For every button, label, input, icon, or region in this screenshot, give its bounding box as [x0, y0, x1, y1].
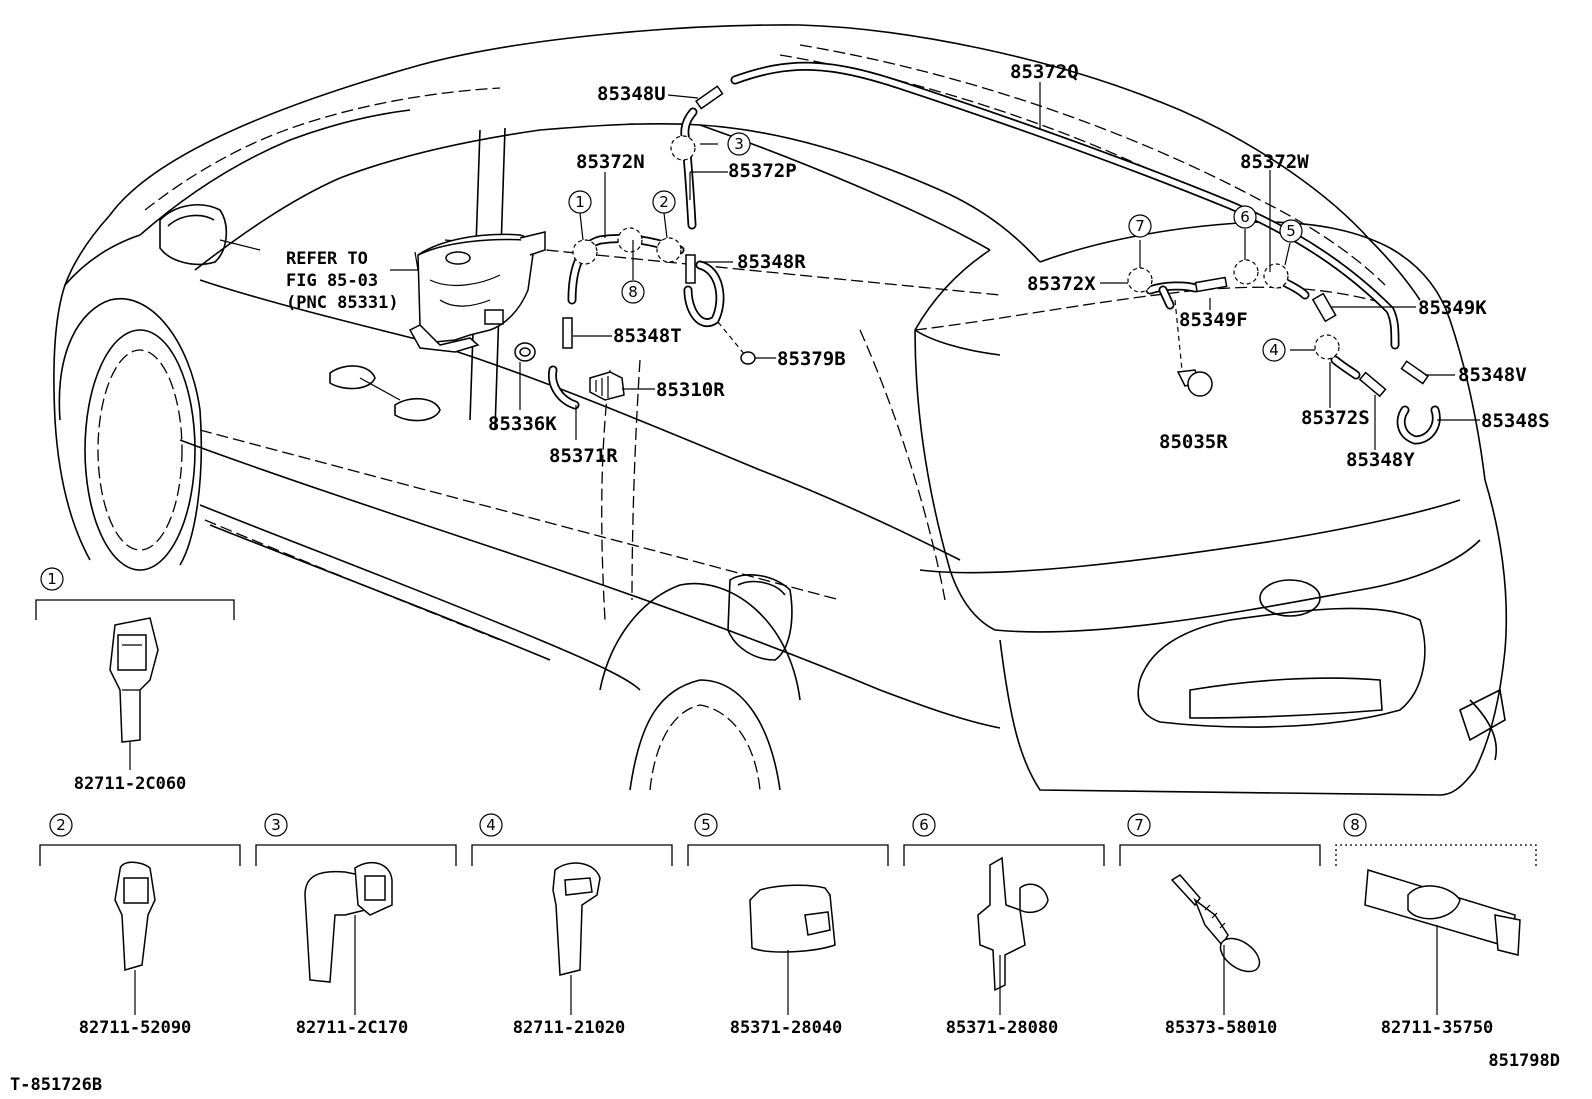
callout-6: 6 — [1240, 208, 1250, 226]
callout-5: 5 — [1286, 222, 1296, 240]
label-85348V: 85348V — [1458, 364, 1527, 386]
detail-index-2: 2 — [56, 816, 66, 834]
callout-3: 3 — [734, 135, 744, 153]
detail-brackets — [35, 599, 1537, 866]
vehicle-outline — [53, 24, 1508, 796]
detail-part-number-7: 85373-58010 — [1165, 1018, 1278, 1038]
detail-part-number-1: 82711-2C060 — [74, 774, 187, 794]
label-85372W: 85372W — [1240, 151, 1309, 173]
label-85348S: 85348S — [1481, 410, 1550, 432]
label-85348Y: 85348Y — [1346, 449, 1415, 471]
callout-1: 1 — [575, 193, 585, 211]
detail-part-number-8: 82711-35750 — [1381, 1018, 1494, 1038]
label-85379B: 85379B — [777, 348, 846, 370]
refer-note-line3: (PNC 85331) — [286, 293, 399, 313]
clip-locations — [572, 135, 1340, 360]
refer-note-line2: FIG 85-03 — [286, 271, 378, 291]
footer-left-code: T-851726B — [10, 1075, 102, 1095]
detail-callout-numbers: 1 2 3 4 5 6 7 8 — [47, 570, 1360, 834]
label-85336K: 85336K — [488, 413, 557, 435]
detail-part-numbers: 82711-2C060 82711-52090 82711-2C170 8271… — [74, 774, 1494, 1038]
detail-drawings — [109, 617, 1521, 1015]
detail-callouts — [40, 567, 1367, 837]
main-callout-numbers: 1 2 3 4 5 6 7 8 — [575, 135, 1296, 359]
label-85348U: 85348U — [597, 83, 666, 105]
footer-right-code: 851798D — [1488, 1051, 1560, 1071]
label-85372X: 85372X — [1027, 273, 1096, 295]
detail-part-number-6: 85371-28080 — [946, 1018, 1059, 1038]
label-85349K: 85349K — [1418, 297, 1487, 319]
detail-index-8: 8 — [1350, 816, 1360, 834]
label-85348R: 85348R — [737, 251, 806, 273]
label-85035R: 85035R — [1159, 431, 1228, 453]
detail-index-3: 3 — [271, 816, 281, 834]
leader-lines — [390, 82, 1480, 450]
washer-tank — [408, 231, 546, 353]
hose-routing — [547, 61, 1441, 445]
detail-part-number-4: 82711-21020 — [513, 1018, 626, 1038]
label-85348T: 85348T — [613, 325, 682, 347]
callout-4: 4 — [1269, 341, 1279, 359]
detail-index-1: 1 — [47, 570, 57, 588]
label-85372N: 85372N — [576, 151, 645, 173]
label-85372Q: 85372Q — [1010, 61, 1079, 83]
main-callouts — [568, 132, 1303, 362]
detail-index-7: 7 — [1134, 816, 1144, 834]
detail-part-number-2: 82711-52090 — [79, 1018, 192, 1038]
label-85310R: 85310R — [656, 379, 725, 401]
detail-part-number-3: 82711-2C170 — [296, 1018, 409, 1038]
small-parts — [514, 85, 1429, 401]
label-85372S: 85372S — [1301, 407, 1370, 429]
callout-2: 2 — [659, 193, 669, 211]
label-85349F: 85349F — [1179, 309, 1248, 331]
detail-index-4: 4 — [486, 816, 496, 834]
label-85372P: 85372P — [728, 160, 797, 182]
footer: T-851726B 851798D — [10, 1051, 1560, 1095]
detail-index-6: 6 — [919, 816, 929, 834]
refer-note-line1: REFER TO — [286, 249, 368, 269]
label-85371R: 85371R — [549, 445, 618, 467]
callout-8: 8 — [628, 283, 638, 301]
callout-7: 7 — [1135, 217, 1145, 235]
detail-part-number-5: 85371-28040 — [730, 1018, 843, 1038]
detail-index-5: 5 — [701, 816, 711, 834]
diagram-labels: 85372Q 85348U 85372N 85372P 85348R 85348… — [286, 61, 1550, 471]
